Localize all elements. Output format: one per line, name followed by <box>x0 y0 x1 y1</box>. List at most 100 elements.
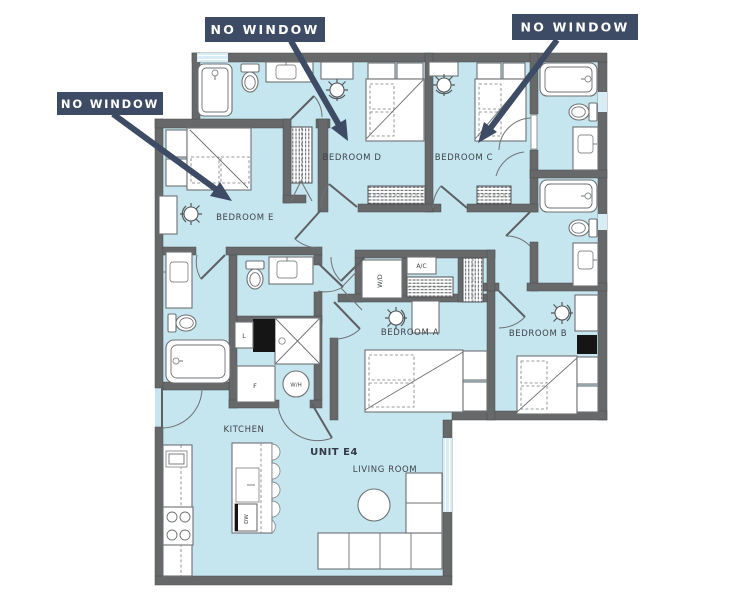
bathtub-icon <box>197 63 233 117</box>
ac-label: A/C <box>416 263 426 270</box>
wd-double-door <box>340 265 363 311</box>
corridor-door <box>330 256 366 282</box>
bedroom-b: BEDROOM B <box>498 290 599 415</box>
washer-dryer-label: W/D <box>376 274 384 288</box>
toilet-icon <box>568 218 598 238</box>
bed-b <box>516 355 599 415</box>
desk-c <box>428 61 459 77</box>
window-living-room <box>443 438 452 512</box>
island-sink-icon <box>235 467 260 503</box>
callout-bedroom-d: NO WINDOW <box>205 17 348 141</box>
desk-b <box>574 294 599 332</box>
arrow-head <box>331 119 348 141</box>
linen-closet: L <box>234 321 254 349</box>
bedroom-c-label: BEDROOM C <box>435 153 493 163</box>
fridge-label: F <box>253 382 257 390</box>
window-right-upper <box>598 92 607 230</box>
kitchen-label: KITCHEN <box>223 425 264 435</box>
callout-box <box>512 14 638 40</box>
toilet-icon <box>568 102 598 122</box>
bedroom-e-label: BEDROOM E <box>216 213 274 223</box>
sink-vanity-icon <box>162 251 193 309</box>
sink-vanity-icon <box>268 256 314 285</box>
bathroom-b <box>505 179 599 287</box>
desk-e <box>158 195 178 235</box>
bathtub-icon <box>539 62 598 97</box>
arrow-head <box>210 182 232 201</box>
sink-vanity-icon <box>572 242 599 287</box>
desk-d <box>320 61 354 80</box>
living-room: LIVING ROOM UNIT E4 <box>310 447 443 570</box>
bedroom-a-label: BEDROOM A <box>381 328 439 338</box>
closet-bedroom-c <box>476 185 512 205</box>
shaft <box>253 319 275 352</box>
kitchen-counter <box>162 444 194 577</box>
shower <box>274 317 321 365</box>
round-table <box>357 488 391 522</box>
door-arc <box>317 262 344 293</box>
door-arc <box>505 211 531 247</box>
toilet-icon <box>245 260 265 290</box>
ac-unit: A/C <box>406 256 437 275</box>
sink-vanity-icon <box>265 61 314 83</box>
closet-hall-a <box>406 276 454 298</box>
living-room-label: LIVING ROOM <box>353 465 417 475</box>
kitchen-sink-icon <box>165 450 188 468</box>
bedroom-e: BEDROOM E <box>158 127 322 249</box>
toilet-icon <box>240 63 260 93</box>
door-arc <box>195 254 226 280</box>
closet-hall-b <box>462 257 484 303</box>
callout-box <box>205 17 325 42</box>
callout-bedroom-c: NO WINDOW <box>478 14 638 143</box>
fridge: F <box>236 365 276 403</box>
callout-bedroom-e: NO WINDOW <box>57 92 232 201</box>
bedroom-a: BEDROOM A <box>333 300 488 413</box>
bathroom-left <box>162 251 231 384</box>
kitchen-island: DW <box>231 442 281 534</box>
toilet-icon <box>167 313 197 333</box>
bedroom-d-label: BEDROOM D <box>322 153 381 163</box>
bathroom-center: L <box>234 256 344 365</box>
bed-e <box>165 127 252 191</box>
bedroom-b-label: BEDROOM B <box>509 329 567 339</box>
bedroom-d: BEDROOM D <box>320 61 425 208</box>
entry-door <box>161 387 203 429</box>
bathroom-top-left <box>197 61 323 120</box>
bath-c-door <box>498 114 538 151</box>
water-heater: W/H <box>282 370 310 398</box>
water-heater-label: W/H <box>290 383 301 389</box>
closet-bedroom-e <box>290 126 313 202</box>
door-arc <box>277 403 333 442</box>
washer-dryer: W/D <box>361 259 403 299</box>
door-arc <box>498 290 526 329</box>
windows <box>197 53 607 512</box>
callout-label: NO WINDOW <box>211 22 320 37</box>
arrow-line <box>111 111 219 193</box>
arrow-head <box>478 122 497 143</box>
bathtub-icon <box>165 339 231 384</box>
shaft <box>577 335 597 354</box>
stove-icon <box>162 506 194 546</box>
bathtub-icon <box>539 179 598 213</box>
utility-closets: W/D A/C <box>330 256 437 311</box>
arrow-line <box>288 39 342 127</box>
bed-a <box>364 349 488 413</box>
unit-label: UNIT E4 <box>310 447 358 458</box>
dishwasher: DW <box>234 503 258 532</box>
callout-box <box>57 92 163 115</box>
dishwasher-label: DW <box>244 514 250 524</box>
closets <box>290 126 512 303</box>
linen-label: L <box>242 332 246 340</box>
door-arc <box>432 185 468 209</box>
door-arc <box>290 95 323 120</box>
arrow-line <box>486 38 560 132</box>
kitchen: DW KITCHEN <box>161 387 281 577</box>
bathroom-c <box>539 62 599 171</box>
sectional-sofa <box>317 472 443 570</box>
closet-bedroom-d <box>367 185 426 205</box>
door-arc <box>495 151 525 177</box>
door-arc <box>333 301 361 340</box>
bed-d <box>365 62 425 142</box>
